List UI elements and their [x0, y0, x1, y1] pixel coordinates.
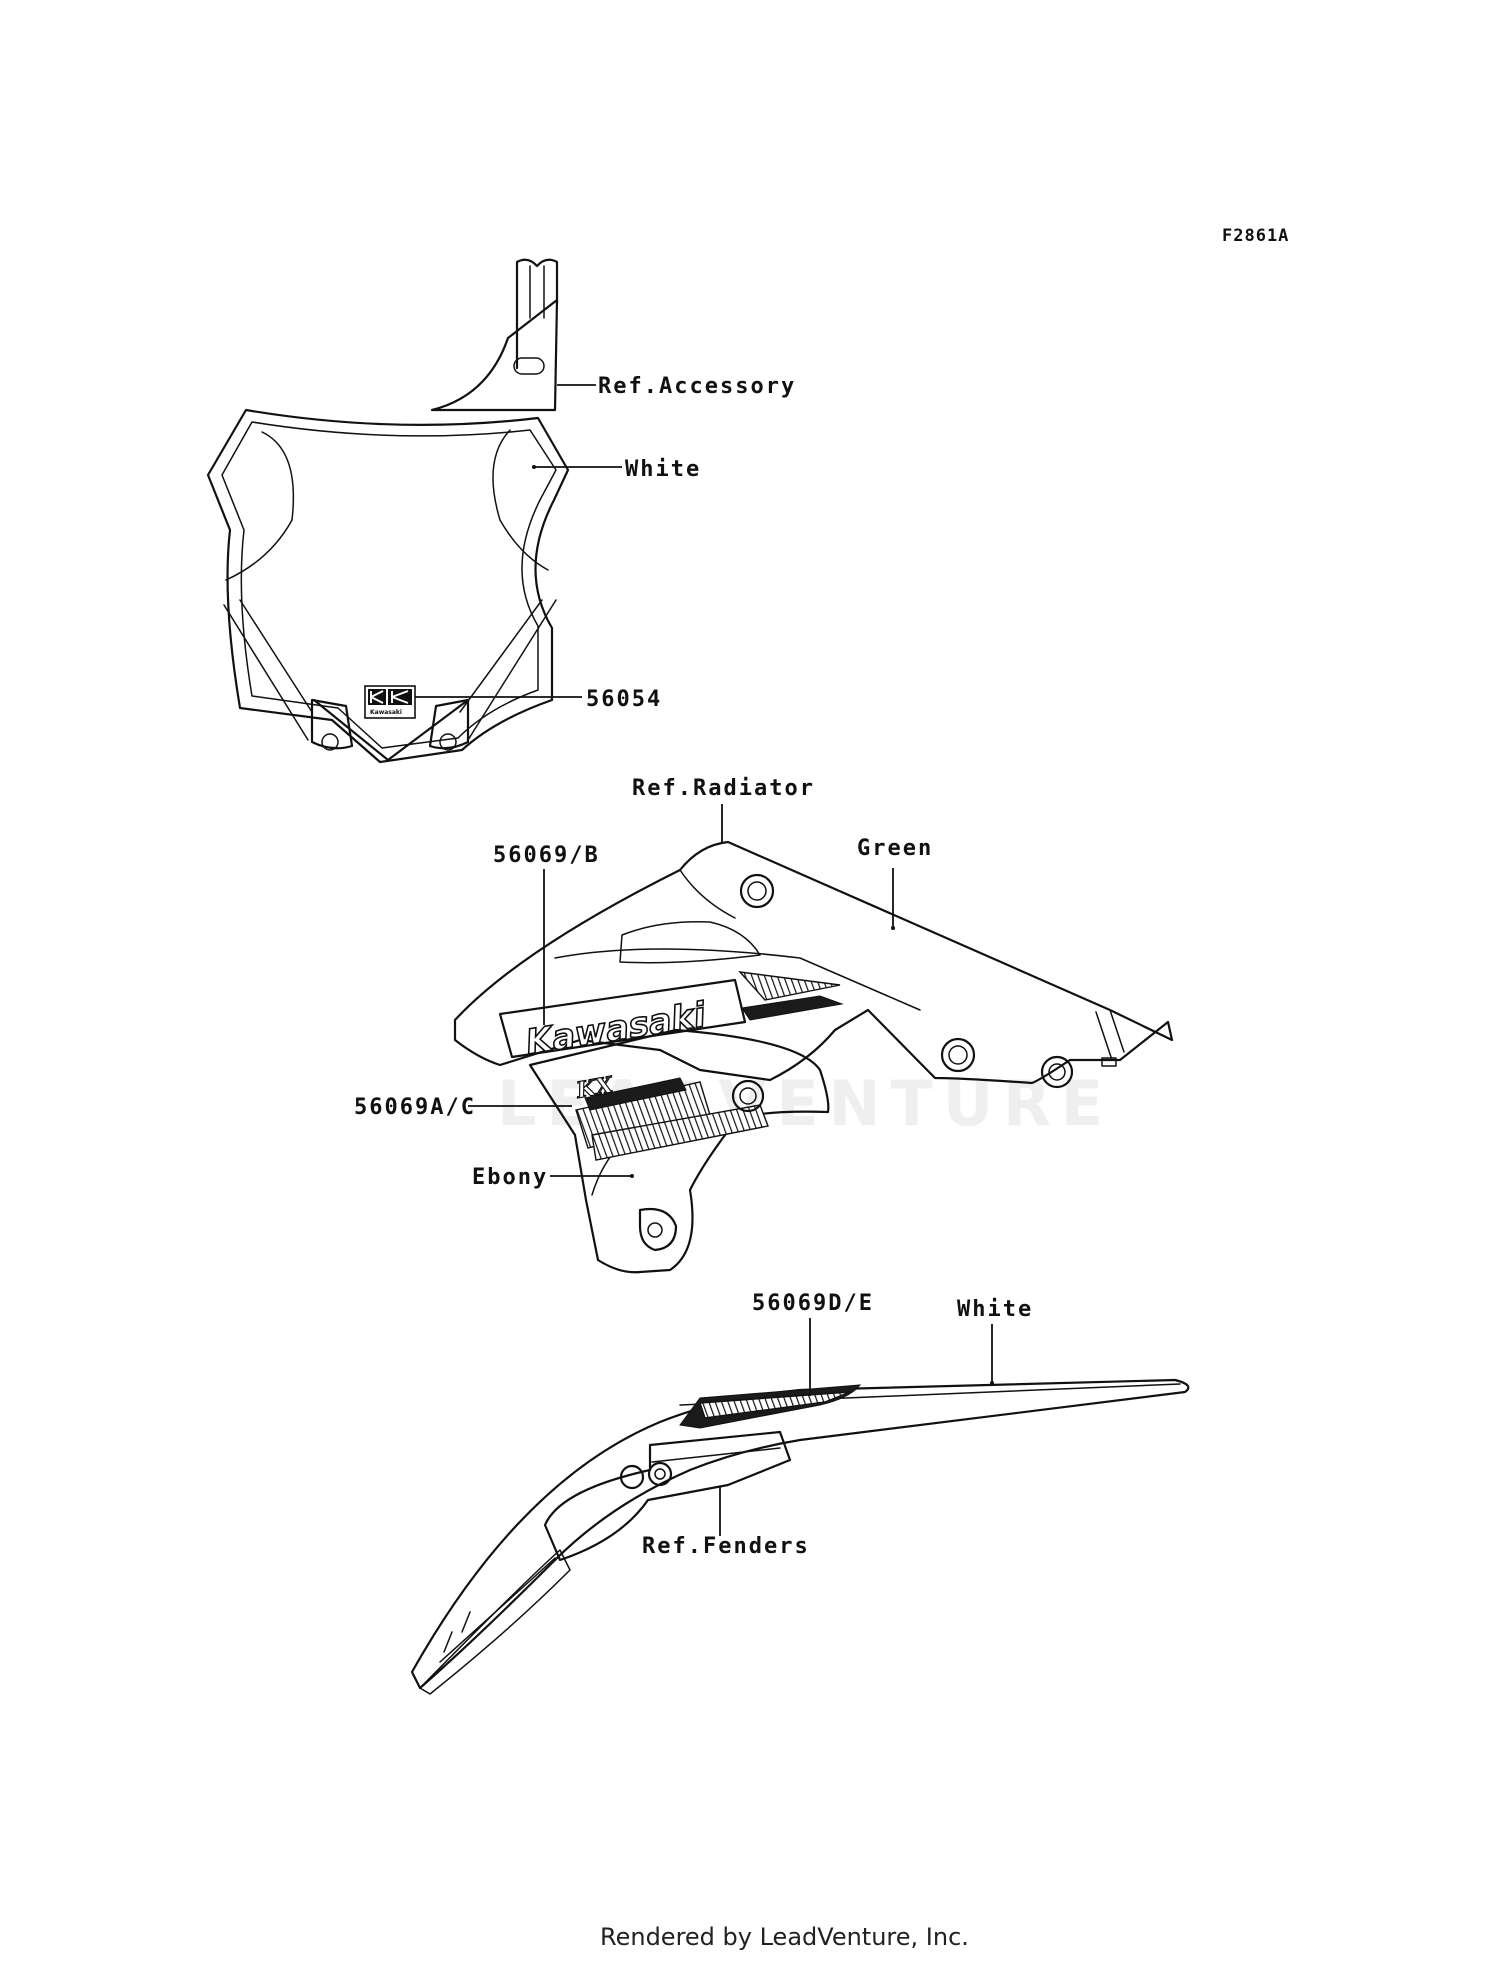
callout-ref-radiator: Ref.Radiator [632, 776, 815, 801]
callout-green: Green [857, 836, 933, 861]
mount-slot-icon [513, 357, 545, 375]
shroud-kawasaki-text: Kawasaki [523, 995, 709, 1063]
figure-code: F2861A [1222, 226, 1289, 246]
callout-ref-fenders: Ref.Fenders [642, 1534, 810, 1559]
callout-ref-accessory: Ref.Accessory [598, 374, 796, 399]
callout-56069b: 56069/B [493, 843, 600, 868]
callout-white-plate: White [625, 457, 701, 482]
badge-brand-text: Kawasaki [370, 709, 402, 716]
kawasaki-badge-56054: Kawasaki [364, 685, 416, 719]
rear-fender [410, 1318, 1190, 1695]
callout-56054: 56054 [586, 687, 662, 712]
footer-credit: Rendered by LeadVenture, Inc. [600, 1923, 969, 1951]
callout-ebony: Ebony [472, 1165, 548, 1190]
callout-56069de: 56069D/E [752, 1291, 874, 1316]
callout-white-fender: White [957, 1297, 1033, 1322]
front-number-plate: Kawasaki [206, 258, 622, 764]
callout-56069ac: 56069A/C [354, 1095, 476, 1120]
radiator-shroud: Kawasaki KX [453, 804, 1174, 1274]
